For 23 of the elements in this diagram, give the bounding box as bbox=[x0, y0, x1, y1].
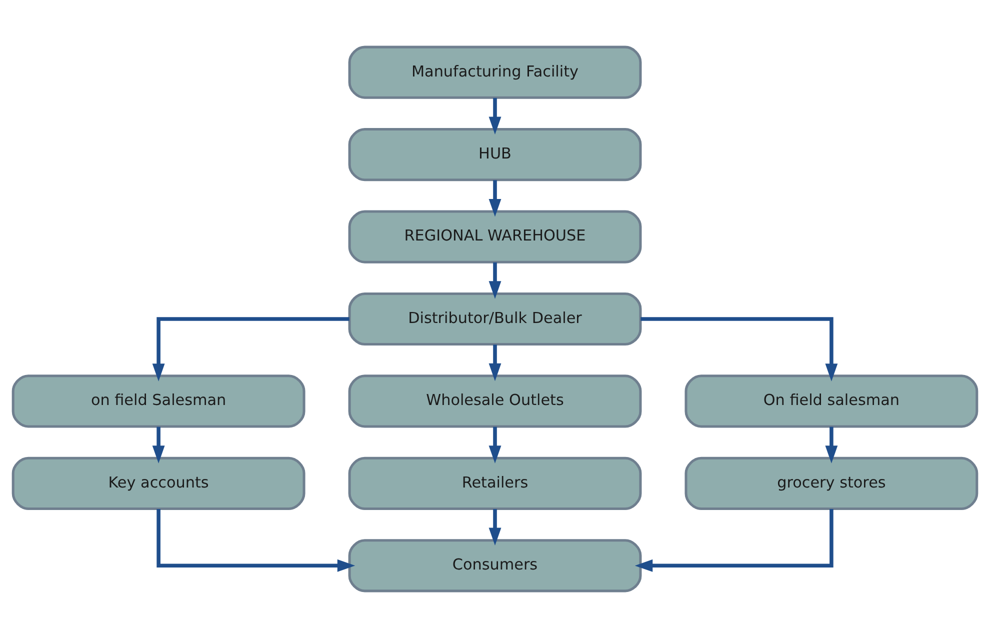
node-box: REGIONAL WAREHOUSE bbox=[348, 210, 642, 263]
arrow bbox=[488, 262, 502, 298]
node-box: Consumers bbox=[348, 538, 642, 592]
arrow bbox=[488, 344, 502, 381]
node-box: Manufacturing Facility bbox=[348, 45, 642, 98]
node-box: HUB bbox=[348, 128, 642, 181]
node-box: Retailers bbox=[348, 456, 642, 510]
arrow bbox=[488, 426, 502, 463]
node-box: Distributor/Bulk Dealer bbox=[348, 292, 642, 346]
node-box: On field salesman bbox=[684, 374, 978, 428]
arrow bbox=[634, 508, 834, 572]
arrow bbox=[152, 426, 165, 463]
node-box: on field Salesman bbox=[12, 374, 306, 428]
arrow bbox=[825, 426, 838, 463]
node-box: Wholesale Outlets bbox=[348, 374, 642, 428]
arrow bbox=[488, 508, 502, 546]
arrow bbox=[488, 180, 502, 216]
arrow bbox=[156, 508, 356, 572]
node-box: Key accounts bbox=[12, 456, 306, 510]
arrow bbox=[152, 316, 350, 381]
arrow bbox=[640, 316, 838, 381]
node-box: grocery stores bbox=[684, 456, 978, 510]
arrow bbox=[488, 97, 502, 134]
